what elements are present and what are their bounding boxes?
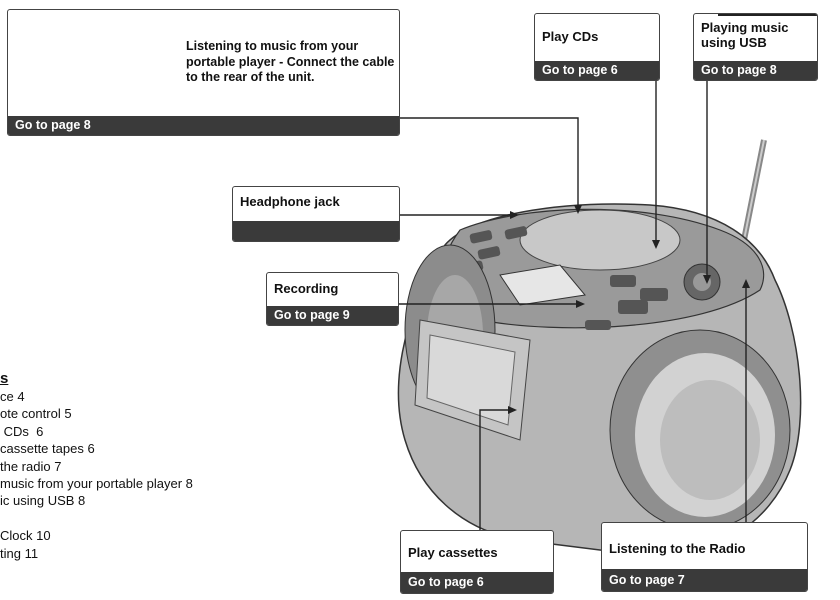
callout-title: Listening to the Radio: [609, 541, 746, 556]
contents-item[interactable]: cassette tapes 6: [0, 441, 95, 457]
contents-item[interactable]: the radio 7: [0, 458, 62, 474]
contents-item[interactable]: ote control 5: [0, 406, 72, 422]
contents-list: s ce 4 ote control 5 CDs 6 cassette tape…: [0, 370, 260, 562]
callout-title: Playing music using USB: [701, 20, 789, 50]
callout-headphone-jack: Headphone jack: [232, 186, 400, 242]
contents-item[interactable]: ting 11: [0, 545, 39, 561]
contents-item: [0, 510, 260, 527]
contents-item[interactable]: ce 4: [0, 389, 25, 404]
callout-playing-usb: Playing music using USB Go to page 8: [693, 13, 818, 81]
callout-recording: Recording Go to page 9: [266, 272, 399, 326]
connection-description: Listening to music from your portable pl…: [186, 39, 395, 84]
callout-page-link: [233, 221, 399, 241]
boombox: [397, 139, 802, 557]
connection-page-link[interactable]: Go to page 8: [8, 116, 399, 135]
callout-page-link[interactable]: Go to page 6: [401, 572, 553, 593]
contents-item[interactable]: CDs 6: [0, 423, 44, 439]
callout-page-link[interactable]: Go to page 6: [535, 61, 659, 80]
callout-page-link[interactable]: Go to page 9: [267, 306, 398, 325]
callout-listening-radio: Listening to the Radio Go to page 7: [601, 522, 808, 592]
callout-play-cds: Play CDs Go to page 6: [534, 13, 660, 81]
contents-item[interactable]: music from your portable player 8: [0, 476, 193, 492]
callout-title: Play cassettes: [408, 545, 498, 560]
callout-page-link[interactable]: Go to page 7: [602, 569, 807, 591]
callout-page-link[interactable]: Go to page 8: [694, 61, 817, 80]
callout-title: Headphone jack: [240, 194, 340, 209]
contents-item[interactable]: ic using USB 8: [0, 493, 86, 509]
callout-title: Recording: [274, 281, 339, 296]
usb-connection-card: Listening to music from your portable pl…: [7, 9, 400, 136]
callout-title: Play CDs: [542, 29, 599, 44]
pointer-lines: [398, 80, 747, 530]
callout-play-cassettes: Play cassettes Go to page 6: [400, 530, 554, 594]
contents-item[interactable]: Clock 10: [0, 528, 51, 544]
contents-heading: s: [0, 370, 9, 387]
